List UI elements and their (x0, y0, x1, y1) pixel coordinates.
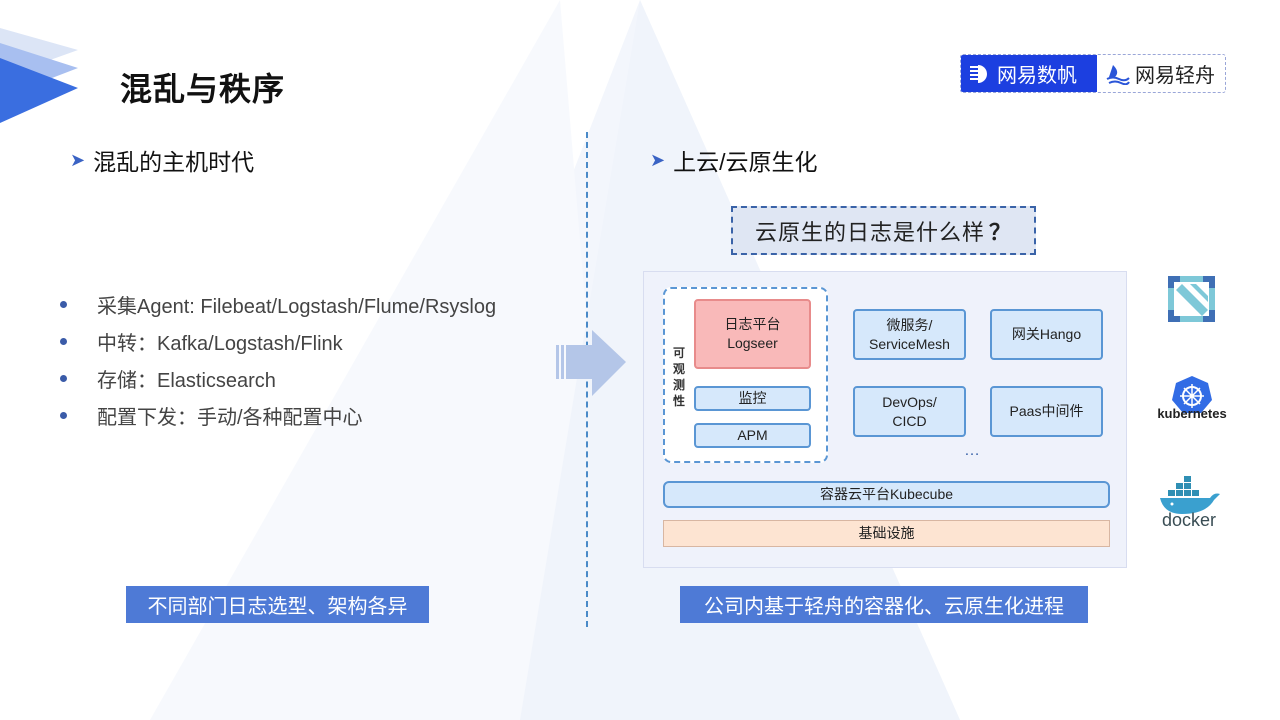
vertical-divider (586, 132, 588, 627)
infrastructure-box: 基础设施 (663, 520, 1110, 547)
kubernetes-icon (1172, 376, 1212, 413)
bullet-dot-icon (60, 412, 67, 419)
brand-logo: 网易数帆 网易轻舟 (960, 54, 1226, 93)
netease-qingzhou-logo: 网易轻舟 (1097, 55, 1225, 92)
microservice-box: 微服务/ ServiceMesh (853, 309, 966, 360)
log-platform-box: 日志平台 Logseer (694, 299, 811, 369)
qingzhou-boat-icon (1106, 64, 1130, 85)
right-section-heading: ➤ 上云/云原生化 (650, 143, 817, 177)
shufan-d-icon (970, 64, 987, 83)
brand-right-label: 网易轻舟 (1135, 65, 1215, 87)
paas-box: Paas中间件 (990, 386, 1103, 437)
gateway-box: 网关Hango (990, 309, 1103, 360)
arrow-bullet-icon: ➤ (70, 149, 86, 170)
transition-arrow-icon (556, 330, 626, 396)
monitoring-box: 监控 (694, 386, 811, 411)
bullet-list: 采集Agent: Filebeat/Logstash/Flume/Rsyslog… (58, 286, 496, 434)
page-title: 混乱与秩序 (120, 71, 286, 107)
more-ellipsis: … (964, 442, 981, 459)
bullet-item: 配置下发：手动/各种配置中心 (58, 397, 496, 434)
arrow-bullet-icon: ➤ (650, 149, 666, 170)
bullet-item: 采集Agent: Filebeat/Logstash/Flume/Rsyslog (58, 286, 496, 323)
cncf-icon (1168, 276, 1215, 322)
right-heading-text: 上云/云原生化 (673, 149, 818, 175)
container-platform-box: 容器云平台Kubecube (663, 481, 1110, 508)
bullet-dot-icon (60, 338, 67, 345)
question-mark: ？ (989, 219, 1013, 245)
architecture-diagram: 可 观 测 性 日志平台 Logseer 监控 APM 微服务/ Service… (643, 271, 1127, 568)
bullet-dot-icon (60, 301, 67, 308)
left-heading-text: 混乱的主机时代 (93, 149, 255, 175)
left-section-heading: ➤ 混乱的主机时代 (70, 143, 254, 177)
kubernetes-label: kubernetes (1157, 406, 1227, 421)
bullet-item: 中转：Kafka/Logstash/Flink (58, 323, 496, 360)
question-box: 云原生的日志是什么样 ？ (731, 206, 1036, 255)
left-caption: 不同部门日志选型、架构各异 (126, 586, 429, 623)
apm-box: APM (694, 423, 811, 448)
devops-box: DevOps/ CICD (853, 386, 966, 437)
brand-left-label: 网易数帆 (997, 65, 1077, 87)
docker-label: docker (1161, 510, 1217, 530)
question-text: 云原生的日志是什么样 (754, 219, 985, 245)
observability-group: 可 观 测 性 日志平台 Logseer 监控 APM (663, 287, 828, 463)
bullet-item: 存储：Elasticsearch (58, 360, 496, 397)
observability-label: 可 观 测 性 (672, 346, 685, 408)
right-caption: 公司内基于轻舟的容器化、云原生化进程 (680, 586, 1088, 623)
corner-triangle-logo (0, 28, 78, 123)
bullet-dot-icon (60, 375, 67, 382)
docker-icon (1160, 476, 1220, 514)
netease-shufan-logo: 网易数帆 (961, 55, 1097, 92)
